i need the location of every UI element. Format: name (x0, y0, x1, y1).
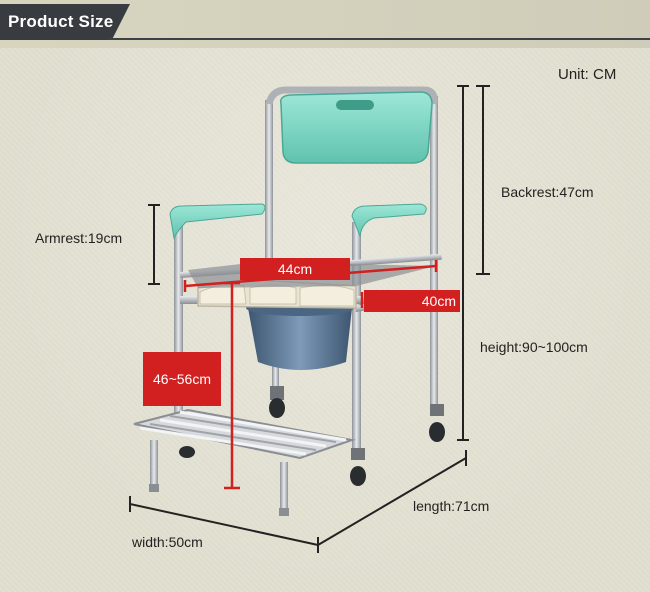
length-label: length:71cm (413, 498, 490, 514)
armrest-label: Armrest:19cm (35, 230, 123, 246)
dimension-lines (129, 85, 490, 553)
seat-height-label: 46~56cm (143, 352, 221, 406)
footrest (133, 408, 356, 516)
seat-width-label: 44cm (240, 258, 350, 280)
height-label: height:90~100cm (480, 339, 588, 355)
commode-bucket (246, 300, 354, 370)
unit-label: Unit: CM (558, 66, 617, 83)
width-label: width:50cm (132, 534, 203, 550)
header-tab (0, 4, 130, 40)
width-dim-line (129, 503, 319, 546)
seat-depth-label: 40cm (364, 290, 460, 312)
armrests (169, 203, 427, 240)
seat-height-dim (224, 281, 240, 490)
caster-wheels (179, 386, 445, 486)
page-title: Product Size (8, 12, 114, 31)
backrest-label: Backrest:47cm (501, 184, 594, 200)
backrest-pad (279, 91, 433, 164)
length-dim-line (317, 457, 467, 546)
header-divider (108, 38, 650, 40)
